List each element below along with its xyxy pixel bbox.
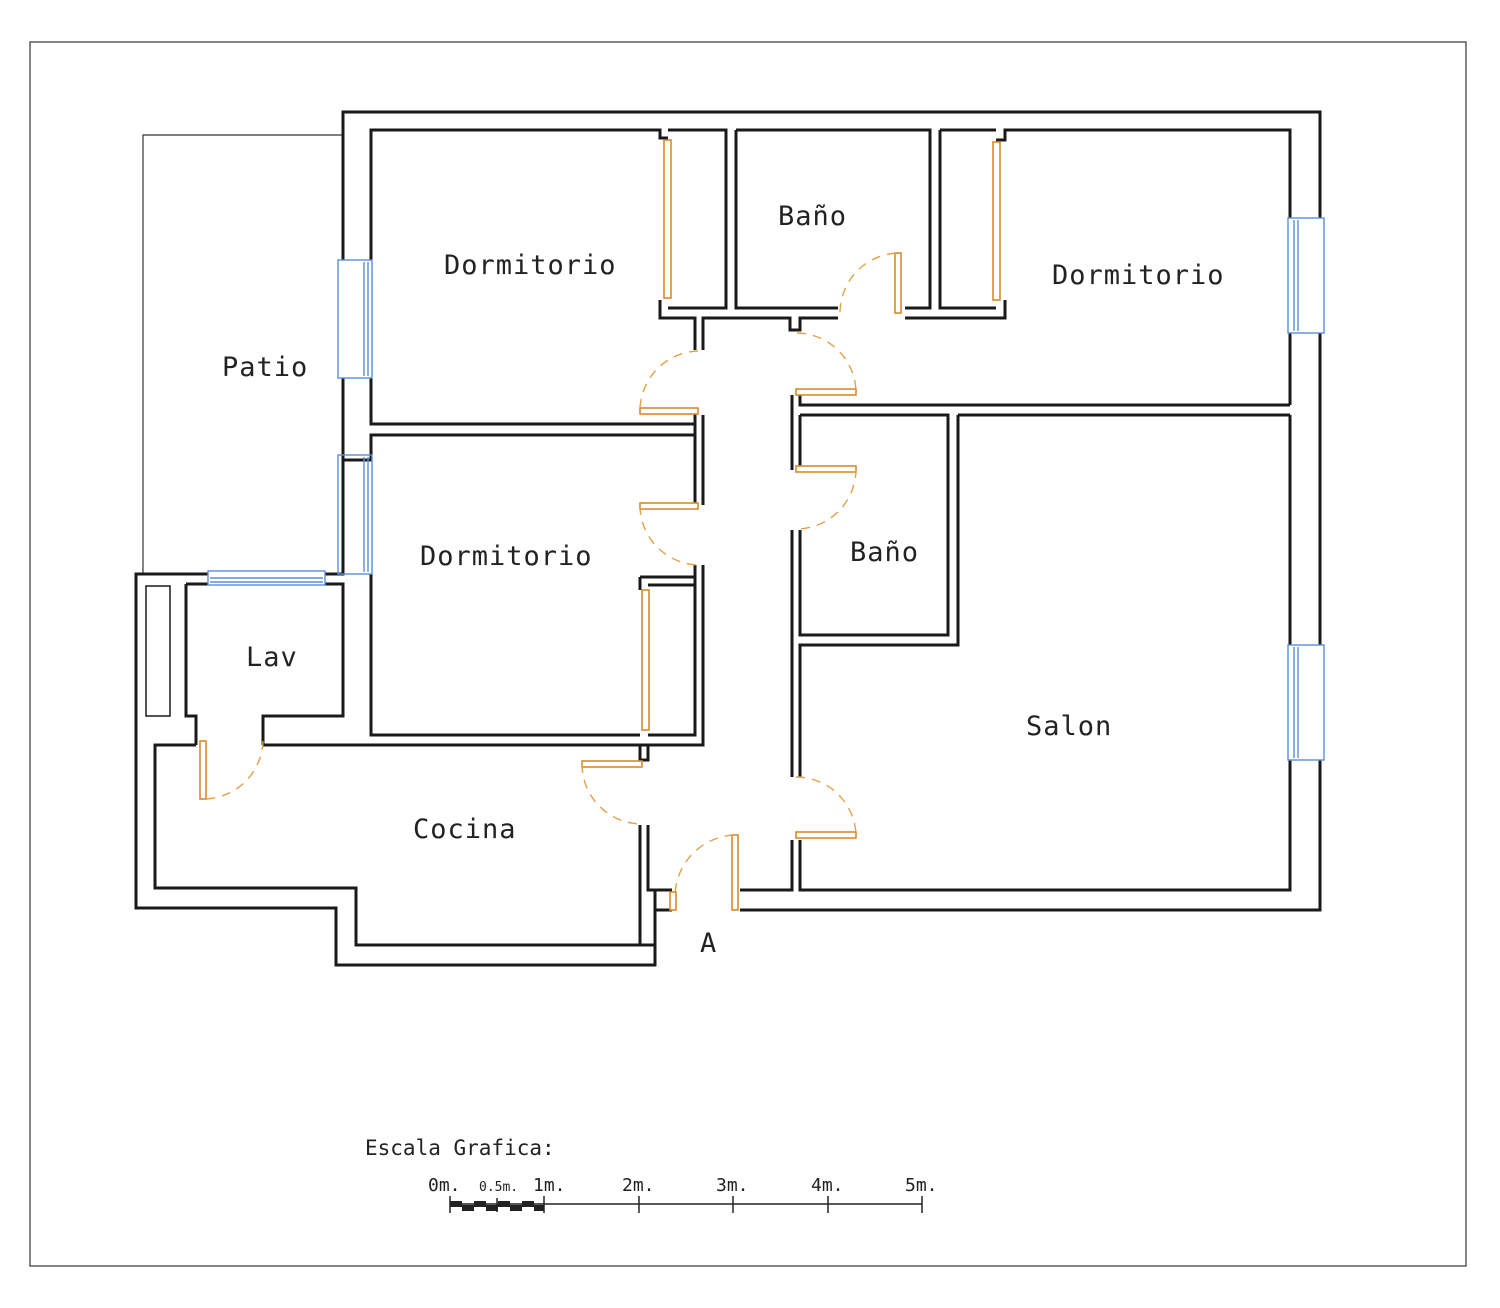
scale-checker-5 [462, 1205, 474, 1211]
door-lav [199, 740, 207, 800]
window-patio-south [337, 454, 373, 575]
label-dormitorio-ne: Dormitorio [1052, 260, 1225, 291]
window-dormitorio-ne [1287, 217, 1325, 334]
label-bano-north: Baño [778, 201, 847, 232]
door-cocina [581, 760, 643, 768]
wardrobe-door-ne [992, 141, 1001, 301]
door-dormitorio-ne [795, 388, 857, 396]
window-lav [207, 570, 326, 586]
wardrobe-door-nw [663, 139, 672, 299]
wardrobe-door-w [641, 589, 650, 731]
scale-tick-3: 3m. [716, 1175, 749, 1196]
room-labels: Dormitorio Baño Dormitorio Patio Dormito… [222, 201, 1225, 959]
door-bano-north [894, 252, 902, 314]
scale-checker-2 [474, 1201, 486, 1207]
label-salon: Salon [1026, 711, 1112, 742]
doors [199, 252, 902, 911]
scale-tick-5: 5m. [905, 1175, 938, 1196]
door-dormitorio-w [639, 502, 699, 510]
scale-title: Escala Grafica: [365, 1136, 555, 1160]
patio-boundary [142, 134, 343, 574]
label-bano-center: Baño [850, 537, 919, 568]
drawing-frame [29, 41, 1467, 1267]
wardrobe-doors [641, 139, 1001, 731]
windows [207, 217, 1325, 761]
label-cocina: Cocina [413, 814, 517, 845]
interior-walls [145, 128, 1290, 892]
label-patio: Patio [222, 352, 308, 383]
scale-checker-6 [486, 1205, 498, 1211]
door-entrance [731, 834, 739, 911]
scale-tick-2: 2m. [622, 1175, 655, 1196]
scale-tick-0: 0m. [428, 1175, 461, 1196]
label-dormitorio-nw: Dormitorio [444, 250, 617, 281]
label-entrance: A [700, 928, 717, 959]
scale-checker-7 [510, 1205, 522, 1211]
scale-tick-1: 1m. [533, 1175, 566, 1196]
exterior-walls [134, 110, 1322, 967]
graphic-scale: Escala Grafica: 0m. 0.5m. 1m. 2m. 3m. 4m… [365, 1136, 938, 1213]
door-dormitorio-nw [639, 407, 699, 415]
label-dormitorio-w: Dormitorio [420, 541, 593, 572]
window-patio-north [337, 259, 373, 379]
scale-tick-05: 0.5m. [479, 1180, 518, 1195]
scale-checker-4 [522, 1201, 534, 1207]
label-lav: Lav [246, 642, 298, 673]
scale-tick-4: 4m. [811, 1175, 844, 1196]
door-bano-center [795, 465, 857, 473]
scale-checker-1 [450, 1201, 462, 1207]
window-salon [1287, 644, 1325, 761]
scale-checker-8 [534, 1205, 544, 1211]
door-salon [795, 831, 857, 839]
scale-checker-3 [498, 1201, 510, 1207]
